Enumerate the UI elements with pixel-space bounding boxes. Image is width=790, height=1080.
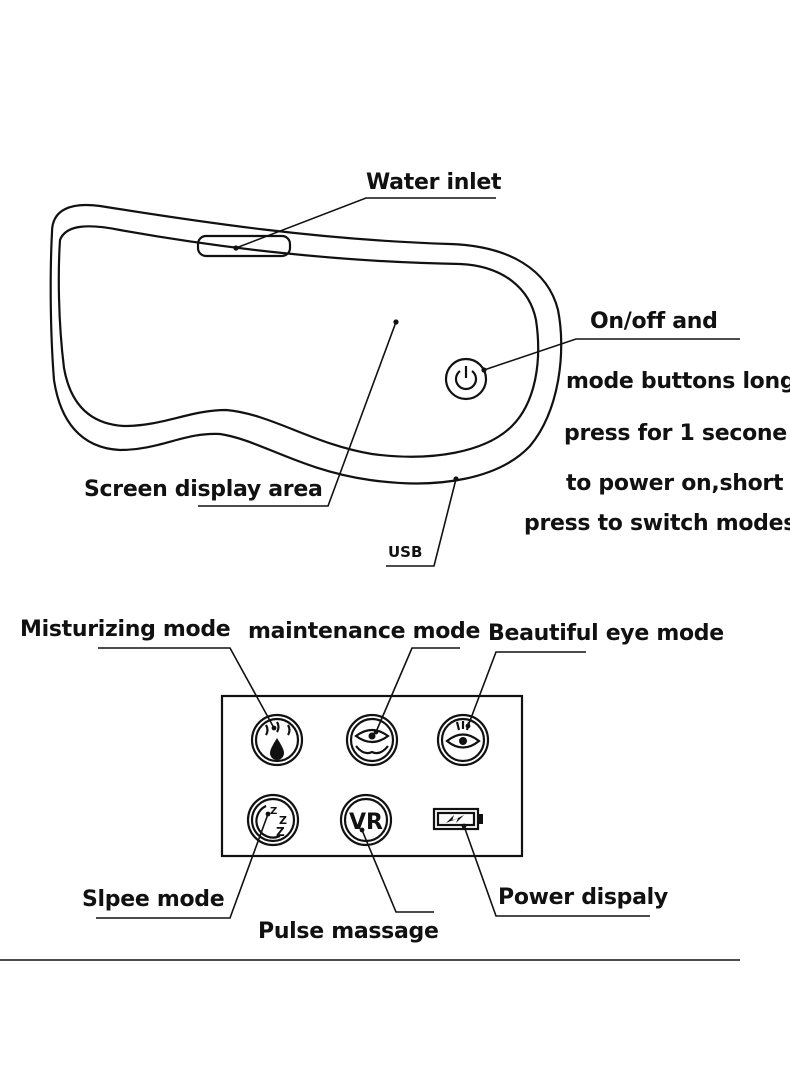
svg-text:Z: Z xyxy=(276,825,285,839)
misturizing-mode-label: Misturizing mode xyxy=(20,617,230,642)
sleep-leader xyxy=(96,813,269,919)
power-display-leader xyxy=(463,825,650,917)
water-inlet-label: Water inlet xyxy=(366,170,502,195)
water-inlet-dot xyxy=(233,245,239,251)
eye-lashes-icon xyxy=(445,721,481,749)
moisturizing-mode-button[interactable] xyxy=(250,713,304,767)
eye-mask-device xyxy=(49,204,563,485)
beautiful-eye-dot xyxy=(465,723,471,729)
svg-text:Z: Z xyxy=(270,806,277,817)
moon-zzz-icon: Z Z Z xyxy=(255,805,287,839)
sleep-mode-button[interactable]: Z Z Z xyxy=(246,793,300,847)
battery-icon xyxy=(432,807,483,831)
onoff-label-line5: press to switch modes xyxy=(524,511,790,536)
beautiful-eye-leader xyxy=(467,651,586,727)
beautiful-eye-mode-label: Beautiful eye mode xyxy=(488,621,724,646)
pulse-leader xyxy=(361,829,434,913)
pulse-massage-label: Pulse massage xyxy=(258,919,439,944)
maintenance-leader xyxy=(375,647,460,733)
svg-text:Z: Z xyxy=(279,814,287,827)
eye-hand-icon xyxy=(354,728,390,755)
onoff-label-line1: On/off and xyxy=(590,309,718,334)
maintenance-dot xyxy=(373,729,379,735)
water-inlet-slot xyxy=(196,234,292,258)
power-dispaly-label: Power dispaly xyxy=(498,885,668,910)
usb-label: USB xyxy=(388,543,422,561)
screen-display-area-label: Screen display area xyxy=(84,477,323,502)
pulse-massage-button[interactable]: VR xyxy=(339,793,393,847)
misturizing-leader xyxy=(98,647,275,729)
maintenance-mode-button[interactable] xyxy=(345,713,399,767)
onoff-label-line2: mode buttons long xyxy=(566,369,790,394)
beautiful-eye-mode-button[interactable] xyxy=(436,713,490,767)
power-button[interactable] xyxy=(444,357,488,401)
onoff-label-line3: press for 1 secone xyxy=(564,421,787,446)
screen-area-leader xyxy=(198,321,397,507)
misturizing-dot xyxy=(271,725,277,731)
slpee-mode-label: Slpee mode xyxy=(82,887,224,912)
vr-icon: VR xyxy=(349,810,383,835)
onoff-leader xyxy=(483,338,740,371)
water-inlet-leader xyxy=(235,197,496,249)
power-icon xyxy=(454,366,478,391)
onoff-dot xyxy=(481,367,487,373)
usb-leader xyxy=(386,478,457,567)
droplet-steam-icon xyxy=(265,721,291,760)
screen-display-panel xyxy=(57,225,540,458)
device-outer-shell xyxy=(49,204,563,485)
maintenance-mode-label: maintenance mode xyxy=(248,619,480,644)
onoff-label-line4: to power on,short xyxy=(566,471,784,496)
